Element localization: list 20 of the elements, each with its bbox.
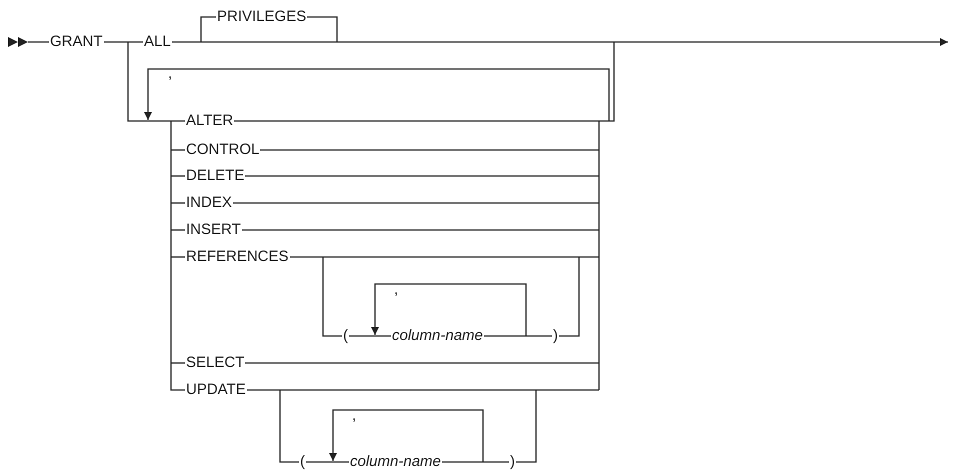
keyword: INSERT [186,222,241,238]
parenthesis: ( [343,328,348,344]
parenthesis: ) [510,454,515,470]
keyword: DELETE [186,168,244,184]
variable-name: column-name [392,328,483,344]
keyword: GRANT [50,34,102,50]
keyword: REFERENCES [186,249,289,265]
separator-comma: , [168,69,172,79]
keyword: ALL [144,34,171,50]
keyword: ALTER [186,113,234,129]
keyword: INDEX [186,195,232,211]
keyword: SELECT [186,355,244,371]
keyword: CONTROL [186,142,260,158]
separator-comma: , [394,285,398,295]
parenthesis: ) [553,328,558,344]
parenthesis: ( [300,454,305,470]
separator-comma: , [352,411,356,421]
variable-name: column-name [350,454,441,470]
keyword: PRIVILEGES [217,9,306,25]
keyword: UPDATE [186,382,246,398]
